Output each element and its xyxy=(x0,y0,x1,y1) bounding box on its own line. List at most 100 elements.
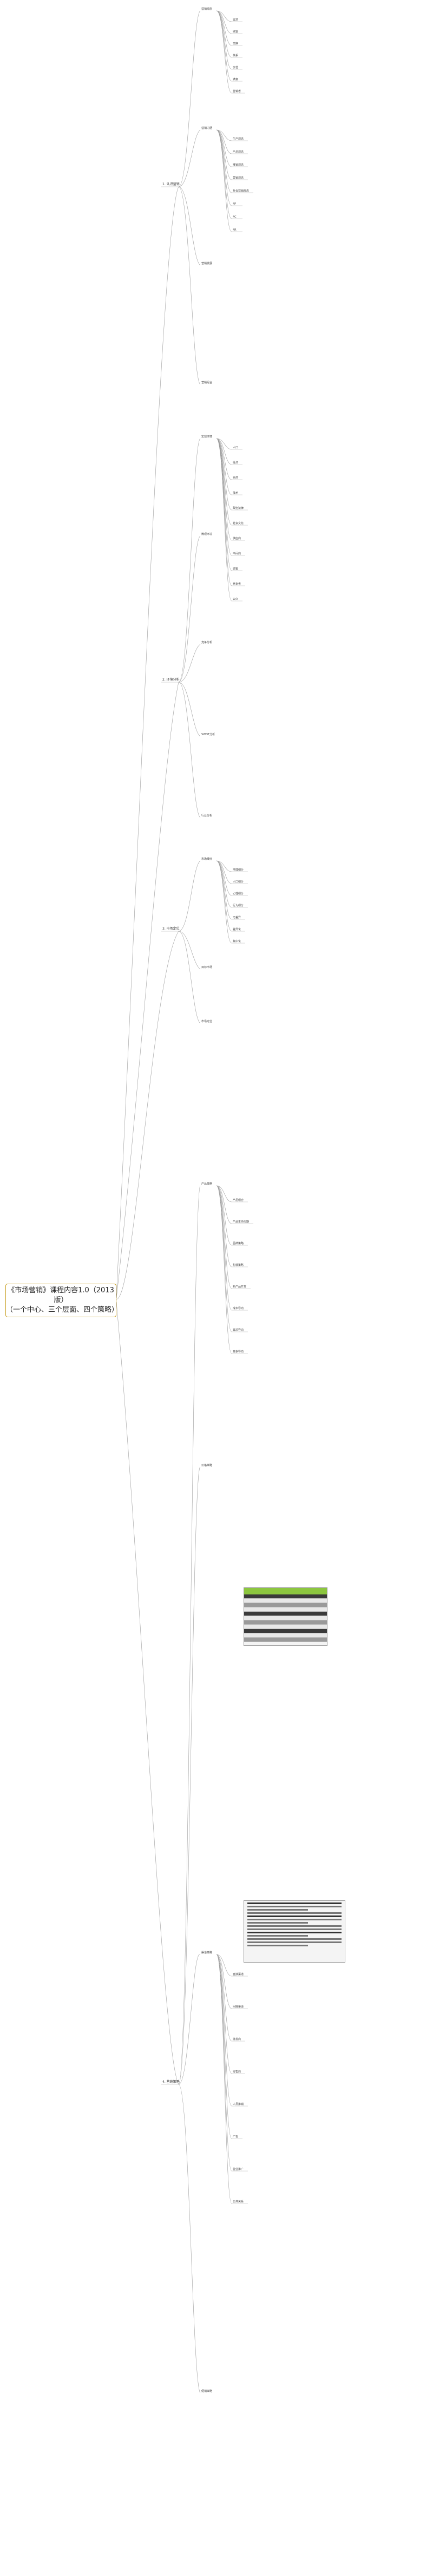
leaf-node: 营销者 xyxy=(233,89,241,93)
leaf-node: 欲望 xyxy=(233,30,238,34)
l2-b2-3: SWOT分析 xyxy=(201,733,215,736)
leaf-node: 间接渠道 xyxy=(233,2005,244,2009)
edge-leaf xyxy=(216,10,232,70)
edge-leaf xyxy=(216,438,232,495)
leaf-node: 包装策略 xyxy=(233,1263,244,1267)
branch-label-3: 3. 市场定位 xyxy=(162,926,180,931)
edge-leaf xyxy=(216,438,232,556)
edge-leaf xyxy=(216,438,232,465)
edge-leaf xyxy=(216,1954,232,2107)
leaf-node: 产品观念 xyxy=(233,150,244,154)
branch-label-1: 1. 认识营销 xyxy=(162,182,180,186)
leaf-node: 生产观念 xyxy=(233,137,244,141)
edge-leaf xyxy=(216,1954,232,2172)
edge-leaf xyxy=(216,129,232,232)
l2-b2-1: 微观环境 xyxy=(201,532,212,536)
l2-b2-4: 行业分析 xyxy=(201,814,212,818)
leaf-node: 竞争导向 xyxy=(233,1350,244,1354)
edge-leaf xyxy=(216,129,232,154)
leaf-node: 价值 xyxy=(233,66,238,69)
edge-leaf xyxy=(216,1185,232,1224)
branch-label-2: 2. 环境分析 xyxy=(162,677,180,682)
edge-leaf xyxy=(216,860,232,884)
l2-b4-1: 价格策略 xyxy=(201,1463,212,1467)
edge-leaf xyxy=(216,129,232,206)
edge-leaf xyxy=(216,860,232,920)
edge-leaf xyxy=(216,860,232,896)
leaf-node: 营销观念 xyxy=(233,176,244,180)
leaf-node: 公共关系 xyxy=(233,2200,244,2204)
leaf-node: 地理细分 xyxy=(233,868,244,872)
leaf-node: 心理细分 xyxy=(233,892,244,895)
leaf-node: 经济 xyxy=(233,461,238,465)
root-topic[interactable]: 《市场营销》课程内容1.0（2013版） （一个中心、三个层面、四个策略） xyxy=(5,1284,119,1317)
l2-b4-3: 促销策略 xyxy=(201,2389,212,2393)
leaf-node: 顾客 xyxy=(233,567,238,571)
leaf-node: 新产品开发 xyxy=(233,1285,246,1289)
edge-leaf xyxy=(216,10,232,34)
leaf-node: 广告 xyxy=(233,2135,238,2139)
document-image xyxy=(244,1900,345,1963)
edge-leaf xyxy=(216,1954,232,2074)
l2-b3-1: 目标市场 xyxy=(201,965,212,969)
l2-b2-0: 宏观环境 xyxy=(201,435,212,439)
leaf-node: 人口细分 xyxy=(233,880,244,884)
branch-label-4: 4. 营销策略 xyxy=(162,2080,180,2084)
leaf-node: 交换 xyxy=(233,42,238,45)
edge-leaf xyxy=(216,438,232,480)
edge-leaf xyxy=(216,129,232,180)
edge-leaf xyxy=(216,438,232,601)
edge-leaf xyxy=(216,1954,232,2204)
edge-leaf xyxy=(216,860,232,944)
leaf-node: 社会文化 xyxy=(233,521,244,525)
leaf-node: 4R xyxy=(233,228,237,232)
leaf-node: 推销观念 xyxy=(233,163,244,167)
edge-leaf xyxy=(216,1185,232,1311)
leaf-node: 行为细分 xyxy=(233,904,244,907)
l2-b3-0: 市场细分 xyxy=(201,857,212,861)
leaf-node: 公众 xyxy=(233,598,238,601)
leaf-node: 4C xyxy=(233,215,237,219)
table-image xyxy=(244,1587,327,1646)
leaf-node: 需求导向 xyxy=(233,1328,244,1332)
leaf-node: 中间商 xyxy=(233,552,241,555)
leaf-node: 社会营销观念 xyxy=(233,189,249,193)
leaf-node: 营业推广 xyxy=(233,2167,244,2171)
leaf-node: 需求 xyxy=(233,18,238,22)
leaf-node: 人员推销 xyxy=(233,2102,244,2106)
leaf-node: 直接渠道 xyxy=(233,1972,244,1976)
level3-nodes: 需求欲望交换关系价值满意营销者生产观念产品观念推销观念营销观念社会营销观念4P4… xyxy=(216,10,253,2204)
leaf-node: 关系 xyxy=(233,54,238,57)
root-title-line1: 《市场营销》课程内容1.0（2013版） xyxy=(8,1286,114,1304)
edge-leaf xyxy=(216,1954,232,2009)
leaf-node: 竞争者 xyxy=(233,582,241,586)
edge-leaf xyxy=(216,10,232,58)
l2-b2-2: 竞争分析 xyxy=(201,640,212,644)
edge-root-b2 xyxy=(116,682,179,1299)
edge-leaf xyxy=(216,1185,232,1246)
leaf-node: 零售商 xyxy=(233,2070,241,2074)
l2-b1-1: 营销内涵 xyxy=(201,126,212,130)
leaf-node: 产品组合 xyxy=(233,1198,244,1202)
leaf-node: 人口 xyxy=(233,446,238,449)
l2-b1-2: 营销发展 xyxy=(201,261,212,265)
edge-leaf xyxy=(216,1185,232,1267)
leaf-node: 品牌策略 xyxy=(233,1241,244,1245)
edge-leaf xyxy=(216,129,232,167)
edge-root-b4 xyxy=(116,1302,179,2085)
leaf-node: 批发商 xyxy=(233,2037,241,2041)
edge-leaf xyxy=(216,1954,232,1977)
leaf-node: 4P xyxy=(233,202,236,206)
leaf-node: 差异化 xyxy=(233,927,241,931)
edge-root-b3 xyxy=(116,931,179,1300)
root-title-line2: （一个中心、三个层面、四个策略） xyxy=(6,1306,119,1314)
leaf-node: 产品生命周期 xyxy=(233,1220,249,1224)
edge-leaf xyxy=(216,1954,232,2139)
leaf-node: 供应商 xyxy=(233,537,241,540)
edge-root-b1 xyxy=(116,186,179,1297)
l2-b1-3: 营销组合 xyxy=(201,381,212,384)
l2-b4-0: 产品策略 xyxy=(201,1182,212,1186)
edge-leaf xyxy=(216,1185,232,1354)
leaf-node: 集中化 xyxy=(233,939,241,943)
